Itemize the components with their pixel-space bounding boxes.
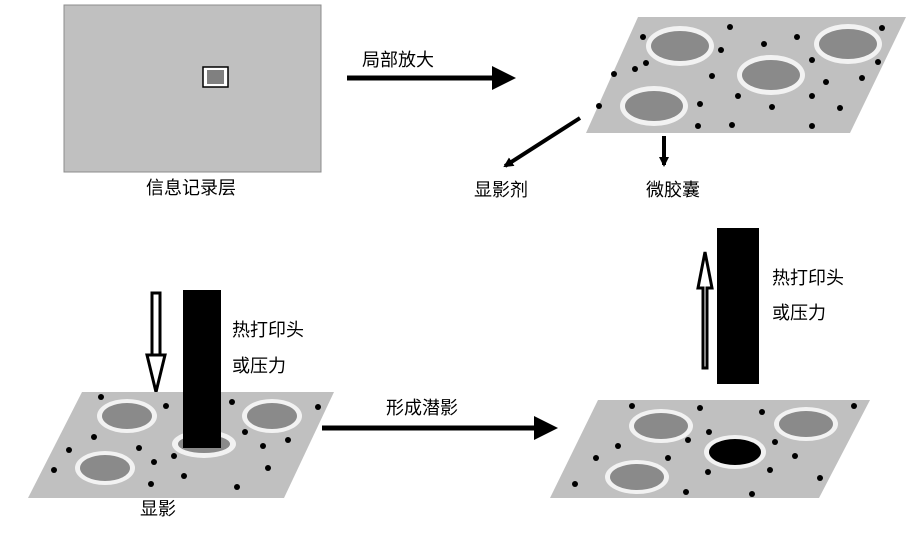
recording-layer-panel: [63, 4, 322, 173]
print-head-top-label: 热打印头: [772, 268, 844, 289]
microcapsule-label: 微胶囊: [646, 180, 700, 201]
bottom-right-panel: [550, 400, 870, 498]
developer-label: 显影剂: [474, 180, 528, 201]
developer-dots-bottom-left: [51, 394, 321, 490]
developer-pointer: [503, 116, 582, 168]
developer-dots-top: [596, 24, 885, 129]
latent-image-label: 形成潜影: [386, 398, 458, 419]
print-head-left: [145, 291, 167, 393]
print-head-top-label-2: 或压力: [772, 303, 826, 324]
local-zoom-arrow: [347, 66, 516, 90]
bottom-left-panel: [28, 290, 334, 498]
local-zoom-label: 局部放大: [362, 50, 434, 71]
microcapsules-bottom-right: [605, 407, 838, 494]
print-head-block-left: [183, 290, 221, 448]
print-head-bottom-label: 热打印头: [232, 320, 304, 341]
print-head-bottom-label-2: 或压力: [232, 356, 286, 377]
magnified-panel: [586, 17, 906, 133]
microcapsules-top: [620, 24, 882, 126]
development-label: 显影: [140, 499, 176, 520]
developer-dots-bottom-right: [572, 403, 857, 497]
latent-image-arrow: [322, 416, 558, 440]
recording-layer-label: 信息记录层: [146, 178, 236, 199]
print-head-right: [696, 228, 759, 384]
